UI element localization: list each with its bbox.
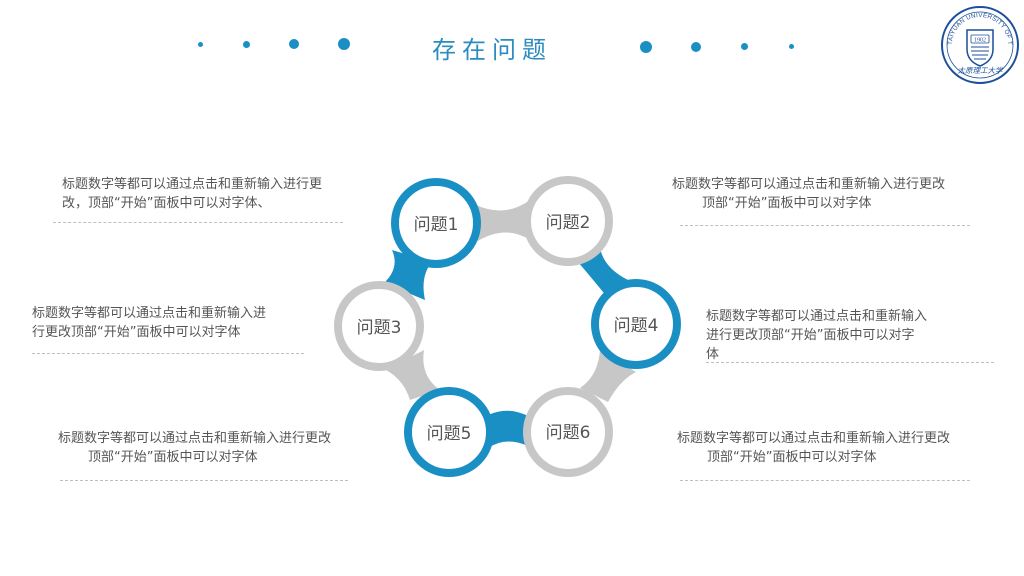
node-1[interactable]: 问题1 bbox=[391, 178, 481, 268]
decor-dot bbox=[640, 41, 652, 53]
header: 存在问题 bbox=[0, 0, 1024, 90]
divider bbox=[706, 362, 994, 363]
decor-dot bbox=[741, 43, 748, 50]
text-line: 标题数字等都可以通过点击和重新输入进行更改 bbox=[677, 431, 951, 446]
decor-dot bbox=[691, 42, 701, 52]
node-label: 问题2 bbox=[546, 213, 591, 233]
text-block-4: 标题数字等都可以通过点击和重新输入 进行更改顶部“开始”面板中可以对字 体 bbox=[706, 307, 927, 364]
divider bbox=[53, 222, 343, 223]
node-6[interactable]: 问题6 bbox=[523, 387, 613, 477]
text-line: 进行更改顶部“开始”面板中可以对字 bbox=[706, 328, 915, 343]
node-4[interactable]: 问题4 bbox=[591, 279, 681, 369]
text-line: 体 bbox=[706, 347, 720, 362]
node-3[interactable]: 问题3 bbox=[334, 281, 424, 371]
decor-dot bbox=[789, 44, 794, 49]
decor-dot bbox=[243, 41, 250, 48]
logo-script: 太原理工大学 bbox=[958, 66, 1004, 75]
text-line: 顶部“开始”面板中可以对字体 bbox=[707, 450, 877, 465]
connector-3-5 bbox=[386, 350, 440, 400]
node-2[interactable]: 问题2 bbox=[523, 176, 613, 266]
text-line: 标题数字等都可以通过点击和重新输入进行更改 bbox=[58, 431, 332, 446]
connector-5-6 bbox=[488, 410, 528, 448]
text-line: 标题数字等都可以通过点击和重新输入 bbox=[706, 309, 928, 324]
decor-dot bbox=[338, 38, 350, 50]
divider bbox=[680, 225, 970, 226]
divider bbox=[60, 480, 348, 481]
decor-dot bbox=[289, 39, 299, 49]
node-label: 问题6 bbox=[546, 423, 591, 443]
node-label: 问题3 bbox=[357, 318, 402, 338]
node-5[interactable]: 问题5 bbox=[404, 387, 494, 477]
text-line: 行更改顶部“开始”面板中可以对字体 bbox=[32, 325, 241, 340]
decor-dot bbox=[198, 42, 203, 47]
divider bbox=[680, 480, 970, 481]
node-label: 问题1 bbox=[414, 215, 459, 235]
text-line: 改，顶部“开始”面板中可以对字体、 bbox=[62, 196, 271, 211]
text-block-6: 标题数字等都可以通过点击和重新输入进行更改 顶部“开始”面板中可以对字体 bbox=[677, 429, 950, 467]
text-block-1: 标题数字等都可以通过点击和重新输入进行更 改，顶部“开始”面板中可以对字体、 bbox=[62, 175, 322, 213]
page-title: 存在问题 bbox=[432, 36, 552, 64]
node-label: 问题4 bbox=[614, 316, 659, 336]
text-block-3: 标题数字等都可以通过点击和重新输入进 行更改顶部“开始”面板中可以对字体 bbox=[32, 304, 266, 342]
node-label: 问题5 bbox=[427, 424, 472, 444]
logo-year: 1902 bbox=[974, 38, 986, 44]
text-line: 顶部“开始”面板中可以对字体 bbox=[88, 450, 258, 465]
text-line: 顶部“开始”面板中可以对字体 bbox=[702, 196, 872, 211]
divider bbox=[32, 353, 304, 354]
problem-ring-diagram: 问题1 问题2 问题3 问题4 问题5 问题6 bbox=[334, 176, 681, 477]
connector-1-2 bbox=[476, 200, 530, 242]
text-block-2: 标题数字等都可以通过点击和重新输入进行更改 顶部“开始”面板中可以对字体 bbox=[672, 175, 945, 213]
text-line: 标题数字等都可以通过点击和重新输入进 bbox=[32, 306, 267, 321]
text-line: 标题数字等都可以通过点击和重新输入进行更 bbox=[62, 177, 323, 192]
text-block-5: 标题数字等都可以通过点击和重新输入进行更改 顶部“开始”面板中可以对字体 bbox=[58, 429, 331, 467]
university-logo: TAIYUAN UNIVERSITY OF TECHNOLOGY 1902 太原… bbox=[940, 5, 1019, 84]
connector-4-6 bbox=[580, 350, 636, 402]
text-line: 标题数字等都可以通过点击和重新输入进行更改 bbox=[672, 177, 946, 192]
